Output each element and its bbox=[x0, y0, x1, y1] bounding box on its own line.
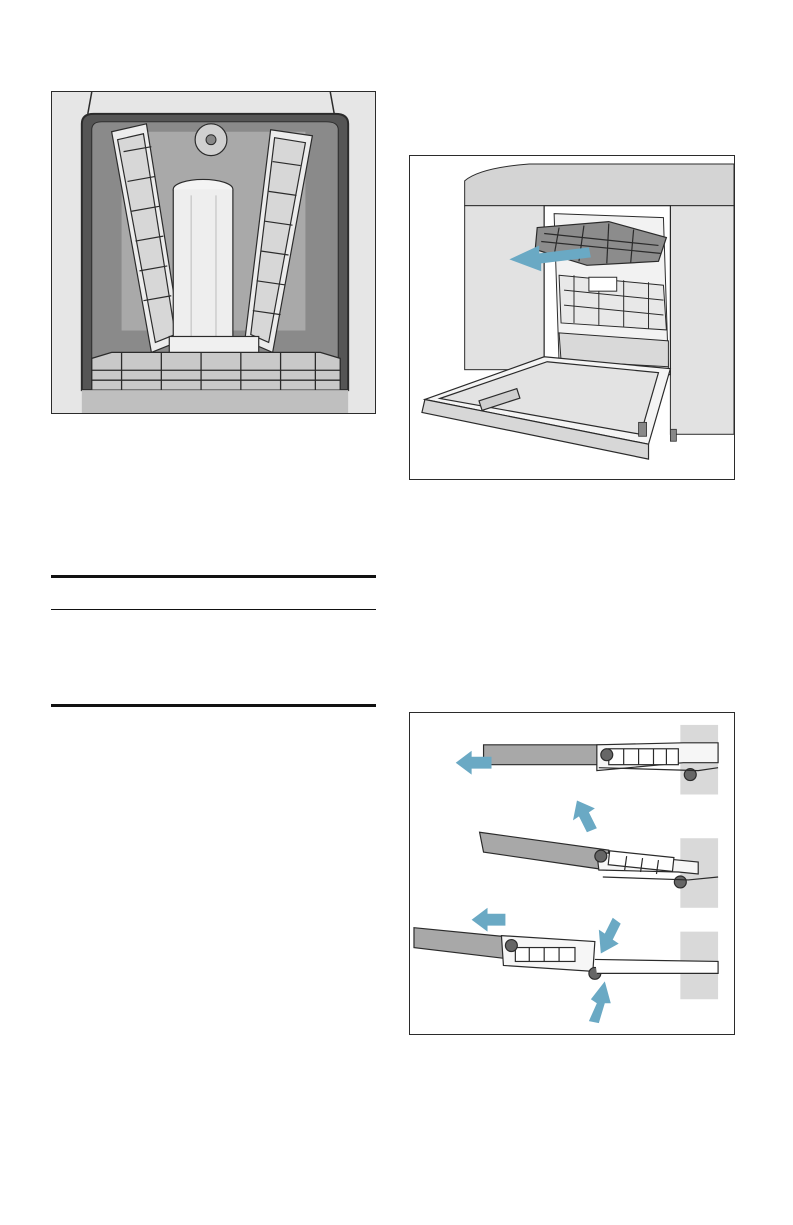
dishwasher-racks-tilted-illustration bbox=[52, 92, 375, 413]
section-rule-top bbox=[51, 575, 376, 578]
dishwasher-upper-rack-removal-illustration bbox=[410, 156, 734, 479]
rack-rail-stop-release-illustration bbox=[410, 713, 734, 1034]
section-rule-bottom bbox=[51, 704, 376, 707]
section-rule-sub bbox=[51, 609, 376, 610]
figure-racks-tilted bbox=[51, 91, 376, 414]
figure-rail-stop-release bbox=[409, 712, 735, 1035]
figure-upper-rack-removal bbox=[409, 155, 735, 480]
